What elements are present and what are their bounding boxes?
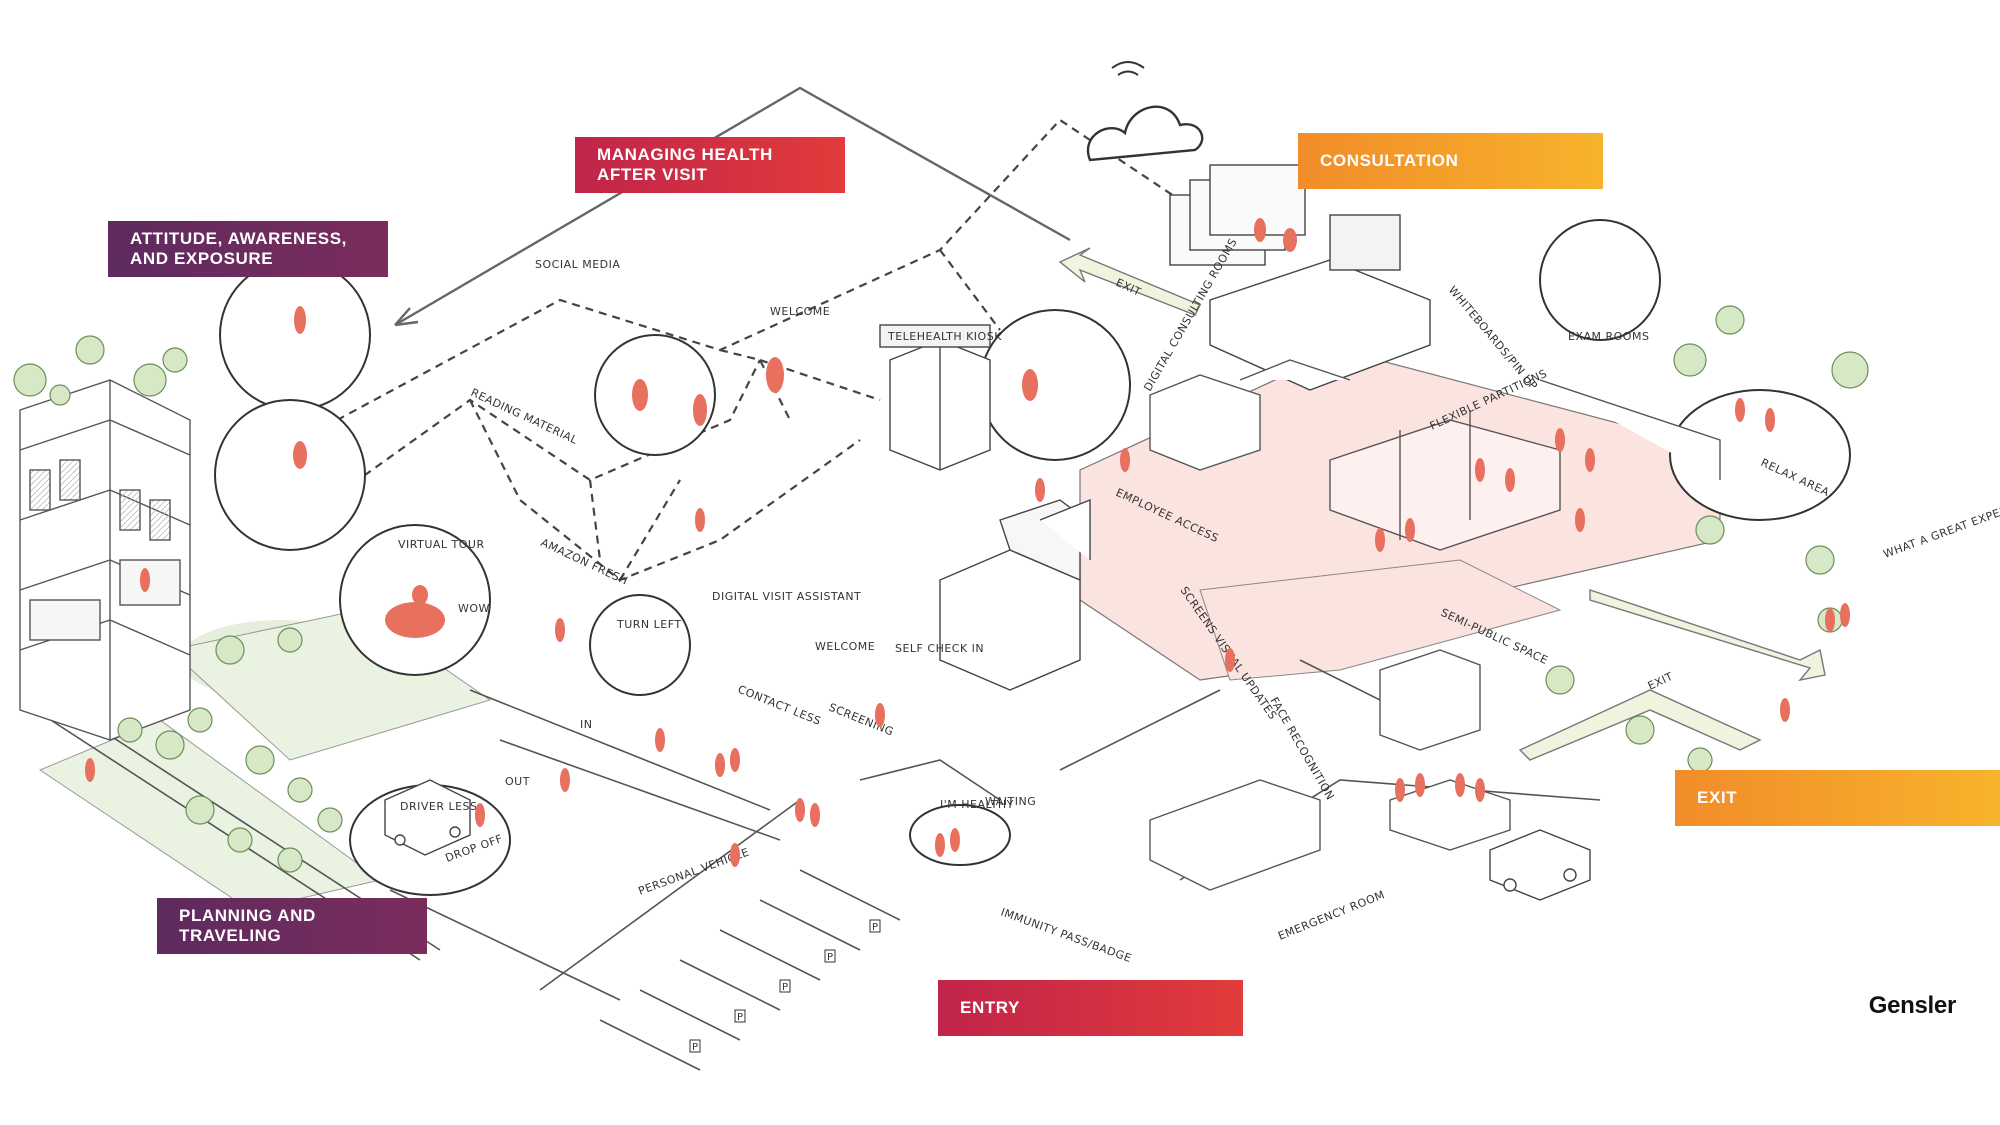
exit-arrows	[1058, 247, 1826, 761]
svg-text:AMAZON FRESH: AMAZON FRESH	[539, 536, 630, 588]
street-trees	[117, 305, 1869, 873]
screening-rooms	[939, 498, 1091, 691]
svg-text:DRIVER LESS: DRIVER LESS	[400, 800, 478, 813]
svg-text:SCREENING: SCREENING	[827, 701, 896, 739]
emergency-room	[1149, 649, 1511, 891]
wifi-icon	[1111, 61, 1145, 76]
ambulance	[1489, 829, 1591, 901]
svg-text:WAITING: WAITING	[985, 795, 1036, 808]
telehealth-kiosk-label: TELEHEALTH KIOSK	[887, 330, 1002, 343]
people-figures	[85, 218, 1850, 867]
svg-text:WOW: WOW	[458, 602, 490, 615]
svg-text:VIRTUAL TOUR: VIRTUAL TOUR	[398, 538, 485, 551]
vignette-circles	[214, 219, 1851, 896]
stage-label-entry: ENTRY	[938, 980, 1243, 1036]
svg-text:TURN LEFT: TURN LEFT	[616, 618, 682, 631]
driverless-shuttle	[384, 779, 471, 856]
semi-public-floor	[1199, 559, 1562, 681]
svg-text:P: P	[827, 952, 833, 963]
gensler-logo: Gensler	[1868, 992, 1957, 1019]
stage-label-managing-health: MANAGING HEALTH AFTER VISIT	[575, 137, 845, 193]
stage-label-consultation: CONSULTATION	[1298, 133, 1603, 189]
stage-label-attitude: ATTITUDE, AWARENESS, AND EXPOSURE	[108, 221, 388, 277]
parking-signs: P P P P P	[689, 919, 881, 1053]
stage-label-planning: PLANNING AND TRAVELING	[157, 898, 427, 954]
return-arrow	[394, 86, 1071, 327]
svg-text:I'M HEALTHY: I'M HEALTHY	[940, 798, 1014, 811]
clinic-rooms	[1149, 359, 1721, 551]
svg-text:WELCOME: WELCOME	[815, 640, 875, 653]
svg-text:SELF CHECK IN: SELF CHECK IN	[895, 642, 984, 655]
stage-label-exit: EXIT	[1675, 770, 2000, 826]
svg-text:WHAT A GREAT EXPERIENCE!: WHAT A GREAT EXPERIENCE!	[1882, 490, 2000, 561]
svg-text:EMERGENCY ROOM: EMERGENCY ROOM	[1276, 888, 1386, 943]
svg-text:IMMUNITY PASS/BADGE: IMMUNITY PASS/BADGE	[999, 906, 1133, 966]
svg-text:WELCOME: WELCOME	[770, 305, 830, 318]
rooftop-trees	[13, 335, 188, 406]
telehealth-kiosk	[879, 324, 991, 471]
office-building	[19, 379, 191, 741]
svg-text:SOCIAL MEDIA: SOCIAL MEDIA	[535, 258, 620, 271]
svg-text:OUT: OUT	[505, 775, 530, 788]
svg-text:IN: IN	[580, 718, 592, 731]
svg-text:READING MATERIAL: READING MATERIAL	[469, 386, 580, 447]
svg-text:P: P	[692, 1042, 698, 1053]
svg-text:CONTACT LESS: CONTACT LESS	[736, 683, 823, 728]
svg-text:EXAM ROOMS: EXAM ROOMS	[1568, 330, 1649, 343]
svg-text:P: P	[872, 922, 878, 933]
svg-text:P: P	[782, 982, 788, 993]
svg-text:EXIT: EXIT	[1646, 670, 1675, 693]
parking-lot	[599, 869, 901, 1071]
cloud-icon	[1086, 105, 1204, 162]
svg-text:DIGITAL VISIT ASSISTANT: DIGITAL VISIT ASSISTANT	[712, 590, 861, 603]
svg-text:P: P	[737, 1012, 743, 1023]
